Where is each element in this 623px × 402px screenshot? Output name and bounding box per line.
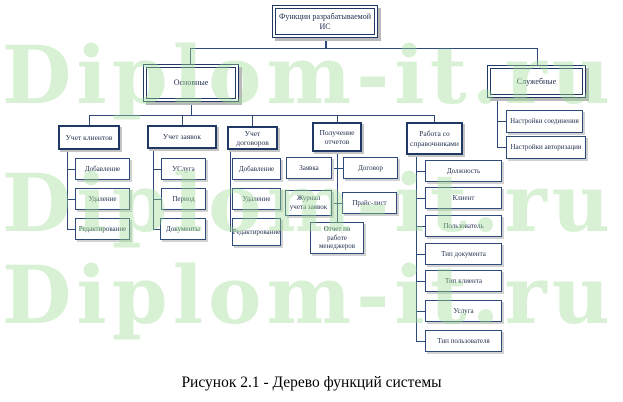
leaf-label: Отчет по работе менеджеров bbox=[318, 225, 355, 251]
node-report-pricelist: Прайс-лист bbox=[342, 192, 397, 214]
connector-line bbox=[497, 98, 498, 148]
leaf-label: Пользователь bbox=[443, 221, 484, 230]
leaf-label: Тип клиента bbox=[444, 276, 483, 285]
leaf-label: Редактирование bbox=[78, 224, 127, 233]
watermark-text: Diplom-it.ru bbox=[2, 248, 615, 342]
node-dir-client: Клиент bbox=[425, 187, 502, 209]
node-dir-position: Должность bbox=[425, 160, 502, 182]
connector-line bbox=[190, 48, 191, 64]
node-contracts-accounting: Учет договоров bbox=[227, 126, 278, 150]
node-report-contract: Договор bbox=[343, 157, 398, 179]
connector-line bbox=[537, 48, 538, 65]
node-clients-add: Добавление bbox=[75, 158, 130, 180]
node-clients-edit: Редактирование bbox=[75, 218, 130, 240]
leaf-label: Прайс-лист bbox=[352, 198, 387, 207]
node-clients-delete: Удаление bbox=[75, 188, 130, 210]
leaf-label: Тип документа bbox=[441, 249, 486, 258]
node-main-label: Основные bbox=[173, 78, 209, 88]
connector-line bbox=[252, 115, 253, 126]
leaf-label: Настройки авторизации bbox=[510, 143, 582, 152]
connector-line bbox=[416, 281, 425, 282]
leaf-label: Журнал учета заявок bbox=[289, 194, 328, 211]
node-order-period: Период bbox=[161, 188, 206, 210]
node-report-managers: Отчет по работе менеджеров bbox=[310, 222, 364, 254]
connector-line bbox=[416, 254, 425, 255]
leaf-label: Период bbox=[172, 194, 195, 203]
connector-line bbox=[191, 102, 192, 115]
node-root: Функции разрабатываемой ИС bbox=[272, 5, 378, 38]
node-reports: Получение отчетов bbox=[312, 122, 362, 152]
node-clients-accounting: Учет клиентов bbox=[58, 125, 120, 150]
connector-line bbox=[416, 341, 425, 342]
branch-label: Учет клиентов bbox=[65, 132, 113, 142]
branch-label: Учет договоров bbox=[236, 128, 269, 147]
connector-line bbox=[89, 115, 90, 125]
connector-line bbox=[67, 150, 68, 229]
node-dir-user-type: Тип пользователя bbox=[425, 330, 502, 352]
leaf-label: Документы bbox=[165, 224, 201, 233]
connector-line bbox=[416, 171, 425, 172]
leaf-label: Настройки соединения bbox=[510, 117, 579, 126]
connector-line bbox=[332, 203, 342, 204]
connector-line bbox=[416, 311, 425, 312]
branch-label: Учет заявок bbox=[162, 132, 202, 142]
connector-line bbox=[325, 38, 327, 48]
leaf-label: Договор bbox=[358, 163, 383, 172]
connector-line bbox=[416, 226, 425, 227]
connector-line bbox=[332, 168, 343, 169]
node-service: Служебные bbox=[487, 65, 586, 98]
connector-line bbox=[153, 229, 161, 230]
node-root-label: Функции разрабатываемой ИС bbox=[279, 11, 371, 31]
node-service-label: Служебные bbox=[516, 76, 557, 86]
connector-line bbox=[434, 115, 435, 122]
node-contract-delete: Удаление bbox=[232, 188, 281, 210]
leaf-label: Удаление bbox=[242, 194, 271, 203]
node-contract-edit: Редактирование bbox=[232, 218, 281, 246]
connector-line bbox=[337, 115, 338, 122]
branch-label: Работа со справочниками bbox=[410, 129, 459, 148]
connector-line bbox=[230, 150, 231, 232]
leaf-label: Должность bbox=[446, 166, 481, 175]
node-dir-document-type: Тип документа bbox=[425, 243, 502, 265]
connector-line bbox=[67, 199, 75, 200]
node-dir-service: Услуга bbox=[425, 300, 502, 322]
connector-line bbox=[182, 115, 183, 125]
leaf-label: УСлуга bbox=[172, 164, 195, 173]
figure-caption: Рисунок 2.1 - Дерево функций системы bbox=[181, 374, 442, 391]
node-order-service: УСлуга bbox=[161, 158, 206, 180]
connector-line bbox=[153, 149, 154, 229]
connector-line bbox=[190, 48, 537, 49]
connector-line bbox=[497, 121, 506, 122]
leaf-label: Редактирование bbox=[232, 227, 281, 236]
node-connection-settings: Настройки соединения bbox=[506, 110, 583, 133]
branch-label: Получение отчетов bbox=[319, 127, 355, 146]
connector-line bbox=[67, 169, 75, 170]
node-dir-client-type: Тип клиента bbox=[425, 270, 502, 292]
leaf-label: Добавление bbox=[238, 164, 275, 173]
connector-line bbox=[153, 169, 161, 170]
node-auth-settings: Настройки авторизации bbox=[506, 136, 586, 159]
connector-line bbox=[67, 229, 75, 230]
connector-line bbox=[497, 147, 506, 148]
leaf-label: Заявка bbox=[299, 163, 319, 172]
leaf-label: Клиент bbox=[452, 193, 475, 202]
node-dir-user: Пользователь bbox=[425, 215, 502, 237]
node-report-order: Заявка bbox=[286, 157, 332, 179]
leaf-label: Добавление bbox=[84, 164, 121, 173]
node-report-order-journal: Журнал учета заявок bbox=[285, 190, 332, 216]
leaf-label: Услуга bbox=[453, 306, 474, 315]
node-orders-accounting: Учет заявок bbox=[147, 125, 217, 149]
node-contract-add: Добавление bbox=[232, 158, 281, 180]
connector-line bbox=[89, 115, 434, 116]
leaf-label: Тип пользователя bbox=[437, 336, 490, 345]
connector-line bbox=[153, 199, 161, 200]
connector-line bbox=[416, 155, 417, 341]
leaf-label: Удаление bbox=[88, 194, 117, 203]
connector-line bbox=[416, 198, 425, 199]
node-directories: Работа со справочниками bbox=[406, 122, 463, 155]
node-order-documents: Документы bbox=[160, 218, 206, 240]
connector-line bbox=[337, 152, 338, 222]
node-main: Основные bbox=[143, 64, 239, 102]
